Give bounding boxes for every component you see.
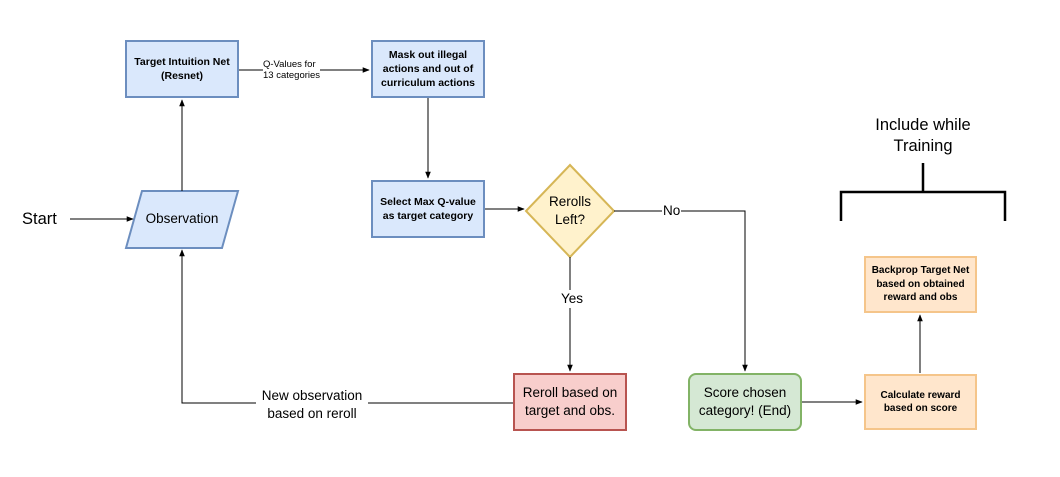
qvalues-edge-label: Q-Values for 13 categories: [263, 59, 321, 82]
target-intuition-net-node: Target Intuition Net (Resnet): [125, 40, 239, 98]
training-label: Include while Training: [875, 116, 971, 156]
mask-actions-node: Mask out illegal actions and out of curr…: [371, 40, 485, 98]
observation-node: Observation: [145, 211, 219, 227]
score-category-node: Score chosen category! (End): [688, 373, 802, 431]
rerolls-left-decision-node: Rerolls Left?: [548, 193, 591, 227]
edge-reroll-to-observation: [179, 249, 513, 404]
reroll-node: Reroll based on target and obs.: [513, 373, 627, 431]
observation-shape: [124, 190, 240, 249]
yes-edge-label: Yes: [560, 290, 585, 308]
no-edge-label: No: [662, 202, 682, 220]
edge-decision-no-to-score: [614, 210, 748, 372]
calculate-reward-node: Calculate reward based on score: [864, 374, 977, 430]
new-observation-edge-label: New observation based on reroll: [256, 387, 368, 423]
start-label: Start: [22, 210, 57, 228]
training-bracket: [839, 163, 1007, 221]
select-max-qvalue-node: Select Max Q-value as target category: [371, 180, 485, 238]
backprop-target-net-node: Backprop Target Net based on obtained re…: [864, 256, 977, 313]
